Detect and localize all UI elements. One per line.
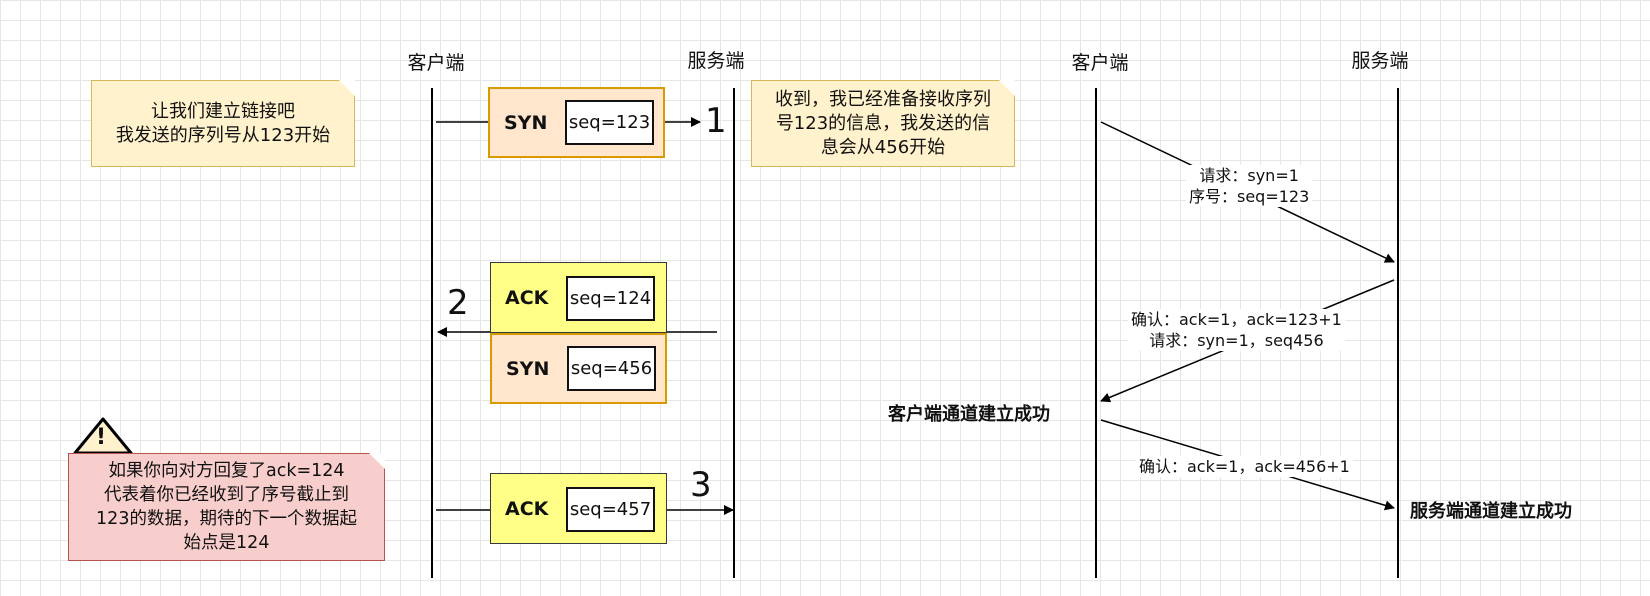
step2-ack-flag: ACK (505, 286, 549, 309)
step1-seq: seq=123 (565, 100, 654, 145)
left-client-lifeline (431, 88, 433, 578)
step2-syn-flag: SYN (506, 357, 550, 380)
step2-number: 2 (447, 283, 469, 323)
note-ack-text: 收到，我已经准备接收序列 号123的信息，我发送的信 息会从456开始 (775, 88, 991, 158)
right-client-header: 客户端 (1071, 52, 1129, 74)
note-fold (339, 80, 355, 96)
note-start-text: 让我们建立链接吧 我发送的序列号从123开始 (115, 100, 331, 146)
step2-ack-box: ACK seq=124 (490, 262, 667, 333)
step3-ack-box: ACK seq=457 (490, 473, 667, 544)
left-client-header: 客户端 (407, 52, 465, 74)
server-success-label: 服务端通道建立成功 (1410, 501, 1572, 522)
step3-number: 3 (690, 465, 712, 505)
note-fold (369, 453, 385, 469)
msg3-label: 确认：ack=1，ack=456+1 (1136, 456, 1353, 477)
step1-number: 1 (705, 101, 727, 141)
msg1-label: 请求：syn=1 序号：seq=123 (1186, 165, 1313, 207)
note-fold (999, 80, 1015, 96)
left-server-lifeline (733, 88, 735, 578)
note-warning-text: 如果你向对方回复了ack=124 代表着你已经收到了序号截止到 123的数据，期… (96, 461, 357, 553)
step2-syn-seq: seq=456 (567, 346, 656, 391)
left-server-header: 服务端 (687, 50, 745, 72)
note-ack: 收到，我已经准备接收序列 号123的信息，我发送的信 息会从456开始 (751, 80, 1015, 167)
msg2-label: 确认：ack=1，ack=123+1 请求：syn=1，seq456 (1128, 309, 1345, 351)
note-start: 让我们建立链接吧 我发送的序列号从123开始 (91, 80, 355, 167)
right-client-lifeline (1095, 88, 1097, 578)
step2-syn-box: SYN seq=456 (490, 333, 667, 404)
right-server-header: 服务端 (1351, 50, 1409, 72)
step2-ack-seq: seq=124 (566, 276, 655, 321)
client-success-label: 客户端通道建立成功 (888, 404, 1050, 425)
warning-symbol: ! (96, 425, 107, 450)
step1-syn-box: SYN seq=123 (488, 87, 665, 158)
step3-seq: seq=457 (566, 487, 655, 532)
note-warning: 如果你向对方回复了ack=124 代表着你已经收到了序号截止到 123的数据，期… (68, 453, 385, 561)
right-server-lifeline (1397, 88, 1399, 578)
step3-flag: ACK (505, 497, 549, 520)
step1-flag: SYN (504, 111, 548, 134)
